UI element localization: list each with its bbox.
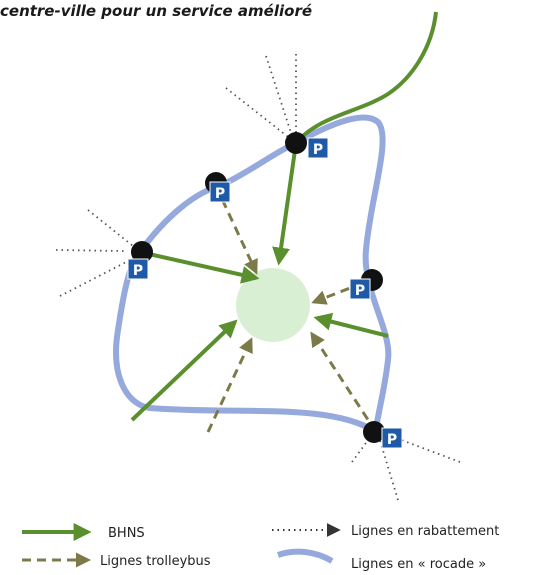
legend-item-rocade: Lignes en « rocade » — [277, 548, 486, 572]
node-east: P — [349, 269, 383, 300]
bhns-arrow-southwest — [130, 319, 238, 422]
legend-label-bhns: BHNS — [108, 526, 145, 541]
node-west: P — [127, 241, 153, 280]
legend: BHNS Lignes trolleybus Lignes en rabatte… — [22, 523, 499, 572]
svg-text:P: P — [133, 263, 143, 279]
legend-item-trolleybus: Lignes trolleybus — [22, 552, 211, 569]
trolley-arrow-southeast — [310, 331, 378, 433]
node-northwest: P — [205, 172, 231, 203]
svg-text:P: P — [313, 142, 323, 158]
rocade-ring — [113, 114, 392, 435]
bhns-arrow-west — [139, 250, 260, 284]
node-north: P — [285, 132, 329, 159]
svg-text:P: P — [387, 432, 397, 448]
bhns-line-north — [294, 11, 438, 145]
bhns-arrow-north — [272, 142, 298, 266]
svg-text:P: P — [355, 283, 365, 299]
parking-icon — [381, 427, 403, 449]
legend-label-rocade: Lignes en « rocade » — [351, 557, 486, 572]
node-southeast: P — [363, 421, 403, 449]
parking-icon — [349, 278, 371, 300]
legend-label-rabattement: Lignes en rabattement — [351, 524, 499, 539]
legend-item-bhns: BHNS — [22, 523, 145, 541]
svg-text:P: P — [215, 186, 225, 202]
parking-icon — [209, 181, 231, 203]
diagram-title: centre-ville pour un service amélioré — [0, 2, 313, 20]
bhns-arrow-east — [313, 312, 389, 338]
parking-icon — [127, 258, 149, 280]
legend-item-rabattement: Lignes en rabattement — [272, 523, 499, 539]
trolley-arrow-south — [206, 337, 253, 433]
parking-icon — [307, 137, 329, 159]
feeder-lines — [55, 54, 461, 501]
city-centre-circle — [236, 268, 310, 342]
legend-label-trolleybus: Lignes trolleybus — [100, 554, 211, 569]
